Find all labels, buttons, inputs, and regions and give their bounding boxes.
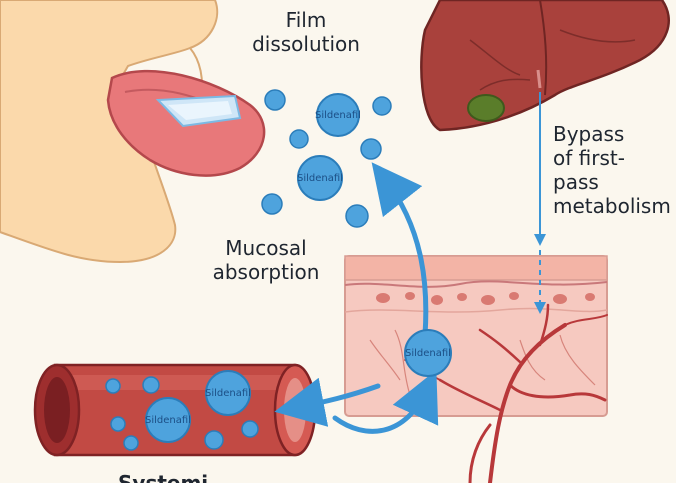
flow-arrows: [274, 162, 439, 434]
systemic-circulation-label: Systemi: [118, 471, 209, 483]
drug-molecule-label: Sildenafil: [315, 110, 361, 121]
drug-particles: [105, 89, 392, 451]
absorption-up-arrow: [371, 162, 429, 338]
drug-molecule-label: Sildenafil: [145, 415, 191, 426]
film-dissolution-label: Film dissolution: [252, 8, 360, 56]
drug-molecule-label: Sildenafil: [297, 173, 343, 184]
drug-molecule: Sildenafil: [297, 155, 343, 201]
drug-molecule-label: Sildenafil: [405, 348, 451, 359]
drug-molecule: Sildenafil: [205, 370, 251, 416]
drug-molecule: Sildenafil: [145, 397, 191, 443]
mucosal-absorption-label: Mucosal absorption: [212, 236, 320, 284]
drug-molecule-label: Sildenafil: [205, 388, 251, 399]
bypass-arrow: [534, 92, 546, 314]
mucosal-tissue: [344, 255, 608, 417]
drug-molecule: Sildenafil: [315, 93, 361, 137]
liver-illustration: [420, 0, 670, 132]
oral-film: [155, 94, 242, 128]
to-systemic-arrow: [274, 377, 381, 427]
tissue-return-arrow: [332, 369, 439, 434]
bypass-first-pass-label: Bypass of first- pass metabolism: [553, 122, 671, 218]
drug-molecule: Sildenafil: [404, 329, 452, 377]
